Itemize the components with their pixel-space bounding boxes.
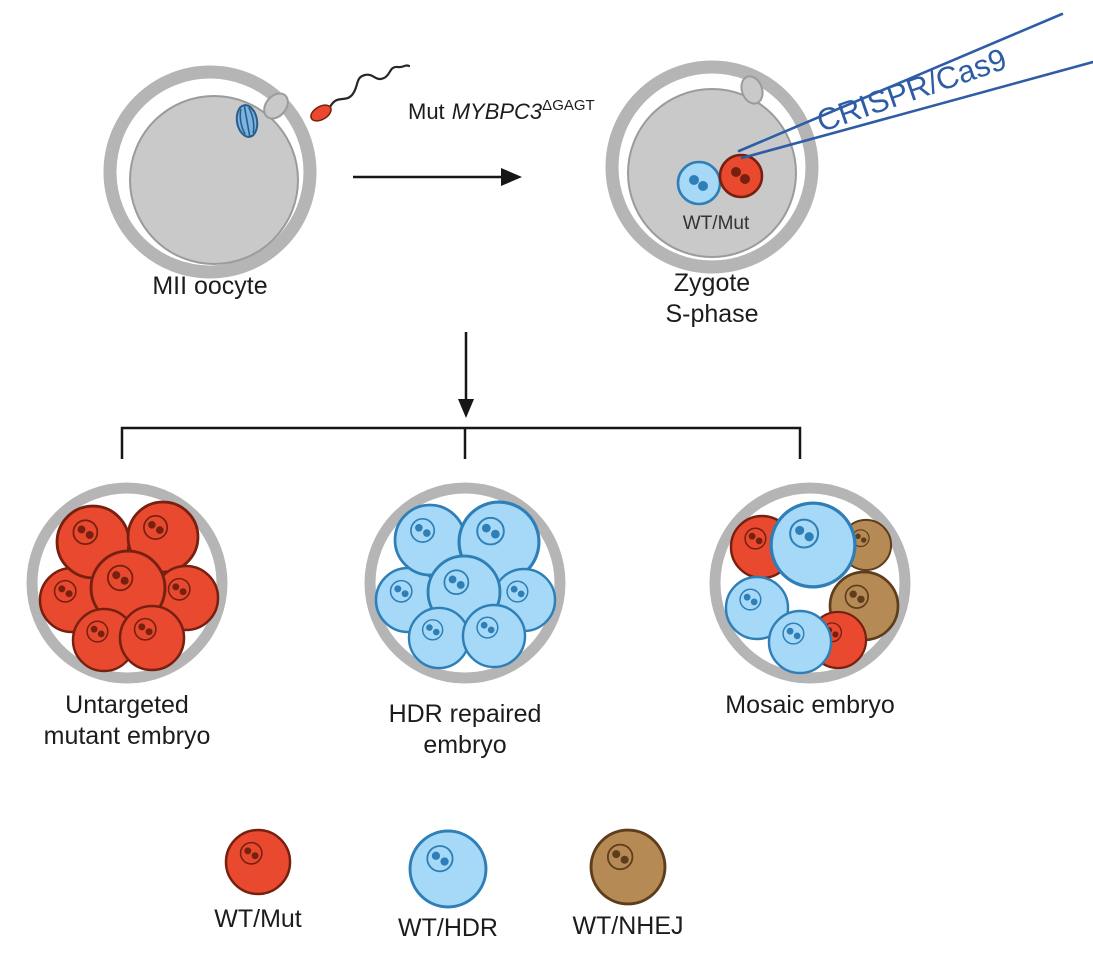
sperm-label-gene: MYBPC3 <box>452 99 543 124</box>
embryo-untargeted-mutant <box>26 482 228 684</box>
blastomere-hdr <box>768 610 832 674</box>
fertilization-arrow <box>353 168 522 186</box>
branch-bracket <box>120 426 802 459</box>
pronucleus-mut <box>718 153 764 199</box>
polar-body <box>263 92 289 120</box>
blastomere-hdr <box>771 503 855 587</box>
outcome-label-untargeted-line1: Untargeted <box>65 691 189 719</box>
crispr-label: CRISPR/Cas9 <box>812 41 1011 139</box>
legend-label-wt-nhej: WT/NHEJ <box>572 912 683 940</box>
oocyte-cytoplasm <box>129 95 299 265</box>
oocyte-label: MII oocyte <box>152 272 267 300</box>
zygote-label-line2: S-phase <box>665 300 758 328</box>
pronucleus-wt <box>676 160 722 206</box>
outcome-label-mosaic-line1: Mosaic embryo <box>725 691 895 719</box>
embryo-hdr-repaired <box>364 482 566 684</box>
legend-label-wt-mut: WT/Mut <box>214 905 302 933</box>
zygote: WT/Mut <box>605 60 819 274</box>
outcome-label-untargeted-line2: mutant embryo <box>44 722 211 750</box>
mii-oocyte <box>103 65 317 279</box>
blastomere-hdr <box>462 604 526 668</box>
sperm-gene-label: Mut MYBPC3ΔGAGT <box>408 97 595 124</box>
embryo-mosaic <box>709 482 911 684</box>
legend-cell-wt-nhej <box>591 830 665 904</box>
outcome-label-hdr-line1: HDR repaired <box>389 700 542 728</box>
outcome-label-hdr-line2: embryo <box>423 731 506 759</box>
legend-cell-wt-hdr <box>410 831 486 907</box>
needle-lower-edge <box>740 60 1093 160</box>
sperm-tail <box>328 64 411 109</box>
legend-label-wt-hdr: WT/HDR <box>398 914 498 942</box>
sperm-head <box>310 104 332 122</box>
blastomere-hdr <box>408 607 470 669</box>
sperm-icon <box>310 64 411 122</box>
down-arrow <box>458 332 474 418</box>
legend-cell-wt-mut <box>225 829 291 895</box>
blastomere-mut <box>119 605 185 671</box>
pronuclei-label: WT/Mut <box>683 213 750 234</box>
polar-body <box>740 75 764 105</box>
sperm-label-prefix: Mut <box>408 99 445 124</box>
needle-upper-edge <box>737 12 1064 153</box>
sperm-label-superscript: ΔGAGT <box>542 97 595 114</box>
legend: WT/Mut WT/HDR WT/NHEJ <box>214 829 684 942</box>
zygote-label-line1: Zygote <box>674 269 750 297</box>
meiotic-spindle-icon <box>235 104 259 138</box>
